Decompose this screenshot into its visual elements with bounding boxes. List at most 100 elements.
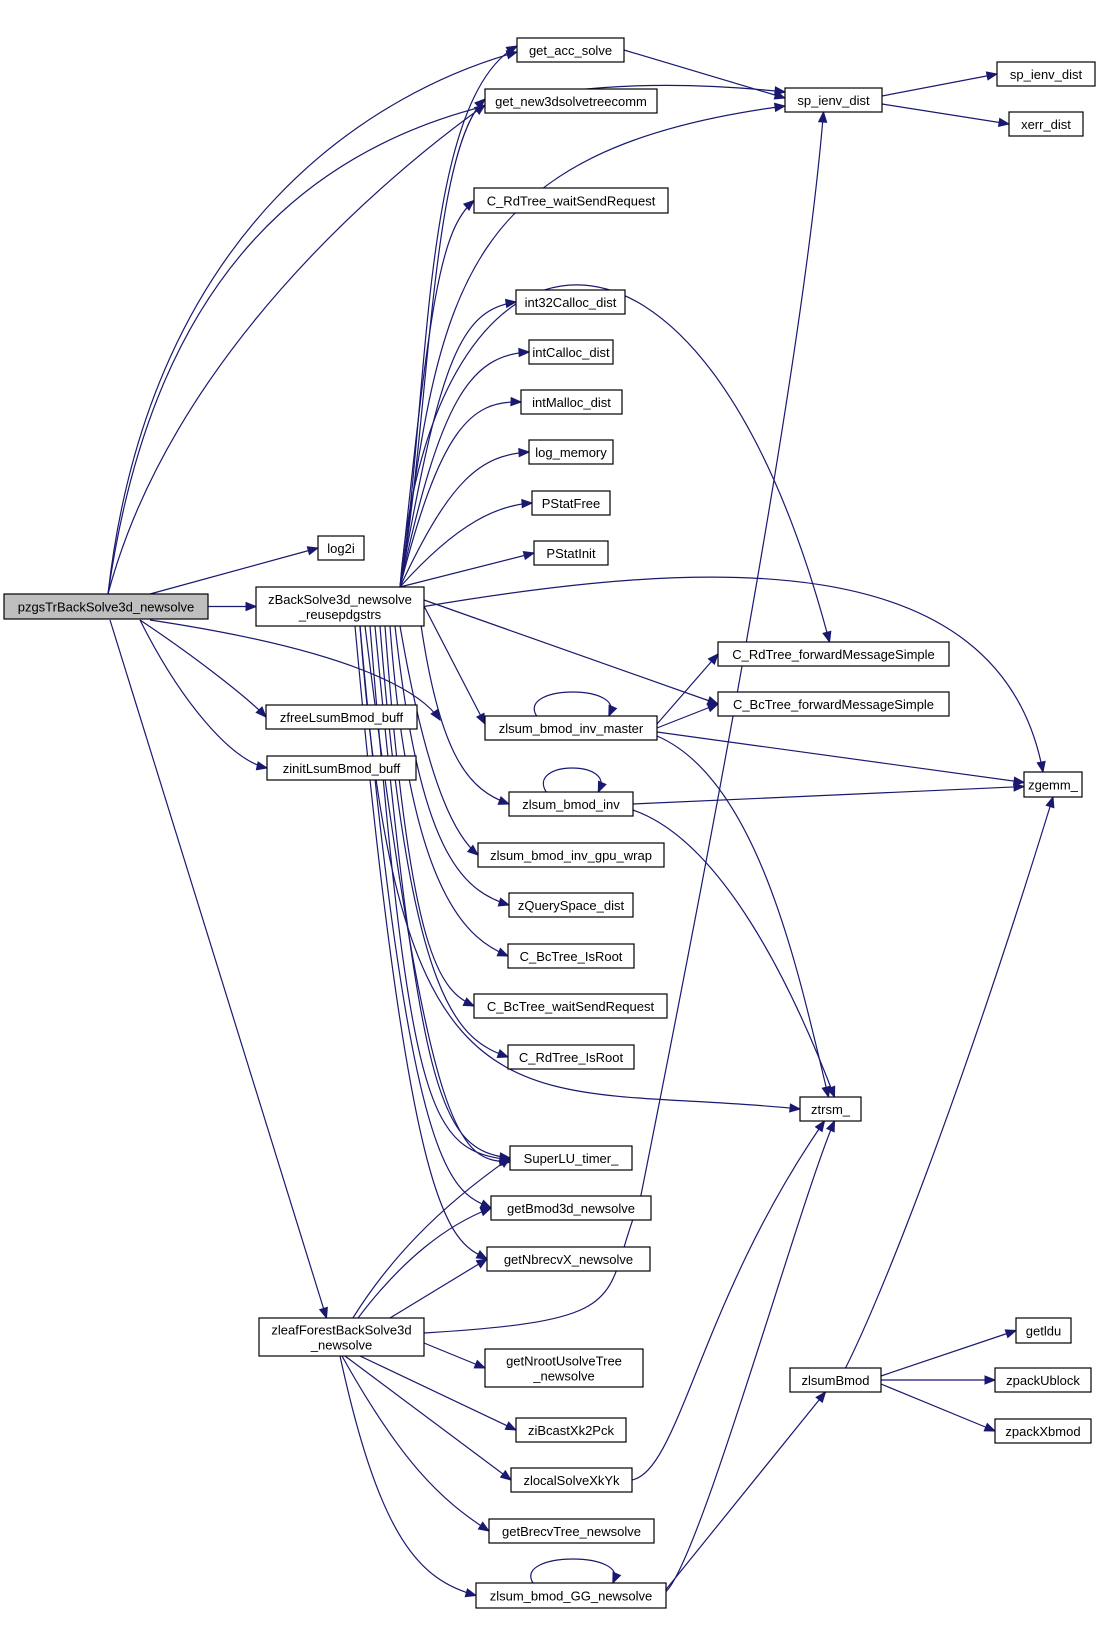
edge-line <box>139 619 267 718</box>
edge-line <box>419 617 510 805</box>
edge-arrowhead <box>466 844 480 856</box>
graph-node-getbmod[interactable]: getBmod3d_newsolve <box>490 1195 652 1221</box>
graph-node-cbc_wait[interactable]: C_BcTree_waitSendRequest <box>473 993 668 1019</box>
graph-node-zback[interactable]: zBackSolve3d_newsolve_reusepdgstrs <box>255 586 425 627</box>
call-edge <box>656 735 831 1099</box>
graph-node-zpackxb[interactable]: zpackXbmod <box>994 1418 1092 1444</box>
graph-node-cbc_isroot[interactable]: C_BcTree_IsRoot <box>507 943 635 969</box>
edge-line <box>632 785 1025 805</box>
edge-line <box>379 625 509 1058</box>
edge-line <box>107 104 486 595</box>
call-edge <box>639 110 828 1201</box>
call-edge <box>359 1355 518 1431</box>
graph-node-getnroot[interactable]: getNrootUsolveTree_newsolve <box>484 1348 644 1388</box>
graph-node-zlsum_gg[interactable]: zlsum_bmod_GG_newsolve <box>475 1582 667 1609</box>
edge-arrowhead <box>255 761 269 771</box>
graph-node-root[interactable]: pzgsTrBackSolve3d_newsolve <box>3 593 209 620</box>
edge-line <box>107 84 786 595</box>
call-edge <box>881 71 999 97</box>
call-edge <box>656 703 720 729</box>
edge-arrowhead <box>462 997 476 1007</box>
node-box <box>1008 111 1084 137</box>
node-box <box>1015 1317 1072 1344</box>
graph-node-zlsum_master[interactable]: zlsum_bmod_inv_master <box>484 715 658 741</box>
node-layer: pzgsTrBackSolve3d_newsolve get_acc_solveg… <box>3 37 1096 1609</box>
edge-arrowhead <box>706 696 720 705</box>
graph-node-intc[interactable]: intCalloc_dist <box>528 339 614 365</box>
graph-node-zlocal[interactable]: zlocalSolveXkYk <box>510 1467 633 1493</box>
graph-node-pstatfree[interactable]: PStatFree <box>531 490 611 516</box>
node-box <box>317 535 365 561</box>
graph-node-crd_isroot[interactable]: C_RdTree_IsRoot <box>507 1044 635 1070</box>
node-label: _reusepdgstrs <box>298 607 382 622</box>
graph-node-slu_timer[interactable]: SuperLU_timer_ <box>509 1145 633 1171</box>
call-edge <box>419 617 511 805</box>
graph-node-pstatinit[interactable]: PStatInit <box>533 540 609 566</box>
node-box <box>717 641 950 667</box>
graph-node-cbc_fwd[interactable]: C_BcTree_forwardMessageSimple <box>717 691 950 717</box>
edge-arrowhead <box>497 897 511 907</box>
graph-node-getbrecv[interactable]: getBrecvTree_newsolve <box>488 1518 655 1544</box>
edge-line <box>639 111 825 1201</box>
graph-node-zibcast[interactable]: ziBcastXk2Pck <box>515 1417 627 1443</box>
node-label: zBackSolve3d_newsolve <box>268 592 412 607</box>
edge-line <box>399 552 535 588</box>
node-label: ztrsm_ <box>811 1102 851 1117</box>
graph-node-crd_wait[interactable]: C_RdTree_waitSendRequest <box>473 187 669 214</box>
node-label: getBrecvTree_newsolve <box>502 1524 641 1539</box>
graph-node-zpackub[interactable]: zpackUblock <box>994 1367 1092 1393</box>
node-box <box>508 791 634 817</box>
edge-line <box>881 73 998 97</box>
edge-arrowhead <box>612 1571 622 1585</box>
graph-node-zlsum_gpu[interactable]: zlsum_bmod_inv_gpu_wrap <box>477 842 665 868</box>
node-box <box>508 892 634 918</box>
node-label: PStatFree <box>542 496 601 511</box>
node-box <box>486 1246 651 1272</box>
graph-node-zfree[interactable]: zfreeLsumBmod_buff <box>265 704 418 730</box>
call-edge <box>149 619 441 722</box>
graph-node-sp_ienv[interactable]: sp_ienv_dist <box>784 87 883 113</box>
graph-node-get_acc_solve[interactable]: get_acc_solve <box>516 37 625 63</box>
graph-node-zlsum_inv[interactable]: zlsum_bmod_inv <box>508 791 634 817</box>
graph-node-log2i[interactable]: log2i <box>317 535 365 561</box>
edge-arrowhead <box>773 90 787 100</box>
call-edge <box>542 767 607 794</box>
graph-node-intm[interactable]: intMalloc_dist <box>520 389 623 415</box>
graph-node-zquery[interactable]: zQuerySpace_dist <box>508 892 634 918</box>
edge-line <box>880 1329 1017 1377</box>
graph-node-zlsumbmod[interactable]: zlsumBmod <box>789 1367 882 1393</box>
call-edge <box>139 619 269 771</box>
edge-line <box>399 98 486 588</box>
call-edge <box>399 396 523 588</box>
node-box <box>789 1367 882 1393</box>
edge-arrowhead <box>522 550 536 561</box>
edge-arrowhead <box>817 110 828 123</box>
node-label: _newsolve <box>310 1338 372 1353</box>
edge-arrowhead <box>815 1390 827 1404</box>
call-edge <box>399 98 486 588</box>
graph-node-logmem[interactable]: log_memory <box>528 439 614 465</box>
graph-node-sp_ienv2[interactable]: sp_ienv_dist <box>996 61 1096 87</box>
graph-node-getldu[interactable]: getldu <box>1015 1317 1072 1344</box>
call-edge <box>656 652 719 725</box>
graph-node-zinit[interactable]: zinitLsumBmod_buff <box>266 755 417 781</box>
edge-line <box>399 200 475 588</box>
graph-node-ztrsm[interactable]: ztrsm_ <box>799 1096 862 1122</box>
edge-arrowhead <box>505 45 519 56</box>
graph-node-zgemm[interactable]: zgemm_ <box>1023 771 1083 798</box>
graph-node-xerr[interactable]: xerr_dist <box>1008 111 1084 137</box>
edge-arrowhead <box>504 1421 518 1431</box>
edge-line <box>149 547 319 595</box>
edge-line <box>844 796 1054 1369</box>
edge-line <box>656 653 719 725</box>
graph-node-int32c[interactable]: int32Calloc_dist <box>515 289 626 315</box>
graph-node-getnbrecv[interactable]: getNbrecvX_newsolve <box>486 1246 651 1272</box>
edge-arrowhead <box>822 630 832 644</box>
call-edge <box>656 731 1026 786</box>
call-edge <box>384 625 476 1007</box>
graph-node-zleaf[interactable]: zleafForestBackSolve3d_newsolve <box>258 1317 425 1357</box>
graph-node-get_new3d[interactable]: get_new3dsolvetreecomm <box>484 88 658 114</box>
edge-arrowhead <box>789 1103 802 1113</box>
node-label: ziBcastXk2Pck <box>528 1423 614 1438</box>
graph-node-crd_fwd[interactable]: C_RdTree_forwardMessageSimple <box>717 641 950 667</box>
